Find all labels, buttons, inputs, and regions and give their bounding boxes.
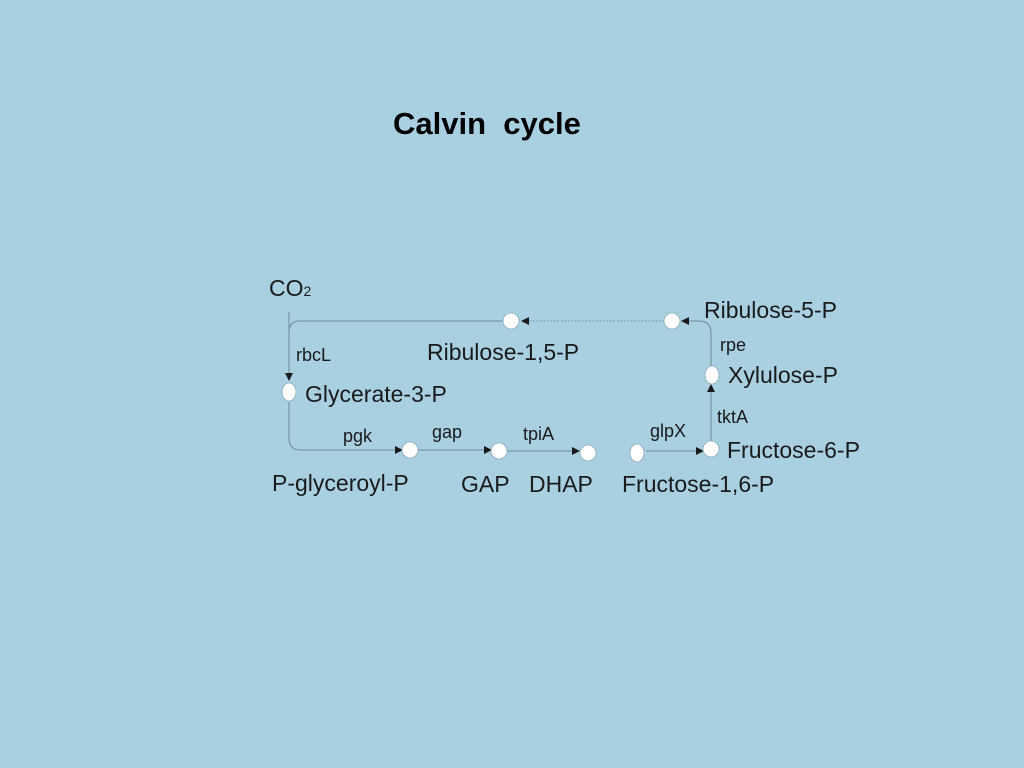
node-dhap[interactable] — [579, 444, 597, 462]
node-xylulose-p[interactable] — [704, 365, 720, 385]
label-co2-main: CO — [269, 275, 304, 301]
label-ribulose-1-5-p: Ribulose-1,5-P — [427, 339, 579, 365]
edge-rpe — [681, 317, 712, 366]
label-co2-subscript: 2 — [304, 283, 312, 299]
label-pgk: pgk — [343, 426, 373, 446]
edges — [285, 312, 715, 455]
metabolite-labels: CO2 Ribulose-5-P Ribulose-1,5-P Glycerat… — [269, 275, 860, 497]
label-p-glyceroyl-p: P-glyceroyl-P — [272, 470, 409, 496]
slide-title: Calvin cycle — [393, 106, 581, 141]
node-gap[interactable] — [490, 442, 508, 460]
nodes — [281, 312, 720, 463]
label-fructose-1-6-p: Fructose-1,6-P — [622, 471, 774, 497]
node-fructose-1-6-p[interactable] — [629, 443, 645, 463]
label-rpe: rpe — [720, 335, 746, 355]
label-tkta: tktA — [717, 407, 748, 427]
label-tpia: tpiA — [523, 424, 554, 444]
label-co2: CO2 — [269, 275, 312, 301]
label-xylulose-p: Xylulose-P — [728, 362, 838, 388]
label-rbcl: rbcL — [296, 345, 331, 365]
label-glpx: glpX — [650, 421, 686, 441]
label-gap-enzyme: gap — [432, 422, 462, 442]
label-ribulose-5-p: Ribulose-5-P — [704, 297, 837, 323]
label-dhap: DHAP — [529, 471, 593, 497]
node-p-glyceroyl-p[interactable] — [401, 441, 419, 459]
label-glycerate-3-p: Glycerate-3-P — [305, 381, 447, 407]
enzyme-labels: rbcL rpe tktA pgk gap tpiA glpX — [296, 335, 748, 446]
node-glycerate-3-p[interactable] — [281, 382, 297, 402]
node-ribulose-1-5-p[interactable] — [502, 312, 520, 330]
node-fructose-6-p[interactable] — [702, 440, 720, 458]
label-gap: GAP — [461, 471, 510, 497]
edge-pgk — [288, 402, 403, 454]
node-ribulose-5-p[interactable] — [663, 312, 681, 330]
label-fructose-6-p: Fructose-6-P — [727, 437, 860, 463]
edge-rbcl — [285, 320, 510, 381]
